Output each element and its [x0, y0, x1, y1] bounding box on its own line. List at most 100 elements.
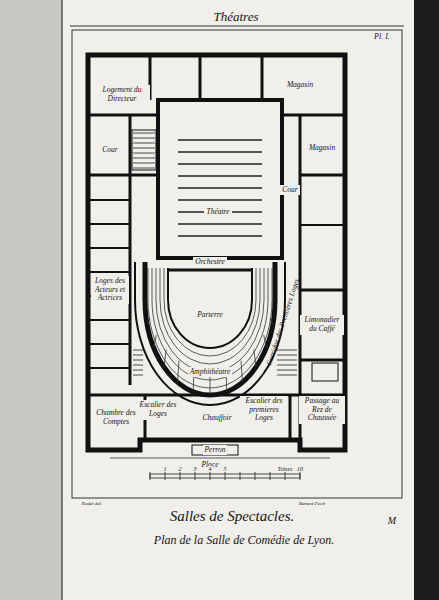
- plate-label: 5: [223, 466, 228, 472]
- seat-row: [164, 268, 256, 356]
- plate-label: 1: [163, 466, 168, 472]
- room-label: Cour: [102, 146, 117, 155]
- plate-label: Plan de la Salle de Comédie de Lyon.: [153, 533, 335, 548]
- wall-stroke: [145, 300, 148, 301]
- seat-row: [152, 268, 268, 380]
- room-label: Chauffoir: [202, 414, 231, 423]
- wall-stroke: [272, 300, 275, 301]
- wall-stroke: [133, 138, 155, 139]
- room-label: Loges des Acteurs et Actrices: [93, 277, 127, 303]
- plate-label: Benard Fecit: [298, 501, 326, 506]
- wall-stroke: [178, 151, 262, 153]
- wall-stroke: [277, 355, 297, 356]
- wall-stroke: [255, 472, 256, 480]
- wall-stroke: [133, 365, 143, 366]
- room: Amphithéatre: [188, 367, 233, 378]
- room: Passage au Rez de Chaussée: [299, 396, 345, 424]
- seat-row: [160, 268, 260, 364]
- room: Limonadier du Caffé: [300, 315, 344, 334]
- wall-stroke: [264, 335, 267, 348]
- wall-stroke: [88, 247, 130, 249]
- room-label: Passage au Rez de Chaussée: [301, 397, 343, 423]
- wall-stroke: [270, 472, 271, 480]
- wall-stroke: [178, 175, 262, 177]
- plate-label: Radel del.: [81, 501, 103, 506]
- wall-stroke: [277, 370, 297, 371]
- room-label: Magasin: [309, 144, 335, 153]
- wall-stroke: [178, 223, 262, 225]
- room: Perron: [203, 445, 228, 456]
- room-label: Escalier des premieres Loges: [242, 397, 286, 423]
- plate-title: Théatres: [212, 9, 259, 25]
- room: Théatre: [204, 207, 231, 218]
- room-label: Escalier des Loges: [138, 401, 178, 418]
- wall-stroke: [210, 472, 211, 480]
- room: Loges des Acteurs et Actrices: [91, 276, 129, 304]
- wall-stroke: [147, 318, 150, 324]
- plate-label: Pl. I.: [373, 32, 391, 41]
- wall-stroke: [254, 349, 256, 367]
- wall-stroke: [277, 375, 297, 376]
- wall-stroke: [88, 271, 130, 273]
- room-label: Perron: [205, 446, 226, 455]
- wall-stroke: [133, 143, 155, 144]
- room-label: Magasin: [287, 81, 313, 90]
- room: Escalier des Loges: [136, 400, 180, 419]
- room: Magasin: [307, 143, 337, 154]
- wall-stroke: [300, 472, 301, 480]
- room: Cour: [100, 145, 119, 156]
- seat-row: [148, 268, 272, 388]
- wall-stroke: [154, 335, 157, 348]
- wall-stroke: [133, 158, 155, 159]
- room-label: Limonadier du Caffé: [302, 316, 342, 333]
- wall-stroke: [165, 472, 166, 480]
- wall-stroke: [277, 350, 297, 351]
- wall-stroke: [88, 319, 130, 321]
- wall-stroke: [88, 367, 130, 369]
- room: Logement du Directeur: [94, 85, 150, 104]
- wall-stroke: [150, 472, 151, 480]
- plate-label: M: [387, 515, 397, 526]
- wall-stroke: [195, 472, 196, 480]
- wall-stroke: [285, 472, 286, 480]
- wall-stroke: [178, 187, 262, 189]
- room-label: Cour: [282, 186, 297, 195]
- wall-stroke: [178, 361, 180, 383]
- wall-stroke: [133, 133, 155, 134]
- wall-stroke: [133, 153, 155, 154]
- wall-stroke: [133, 355, 143, 356]
- wall-stroke: [133, 370, 143, 371]
- wall-stroke: [277, 365, 297, 366]
- wall-stroke: [88, 199, 130, 201]
- wall-stroke: [241, 361, 243, 383]
- room: Cour: [280, 185, 299, 196]
- plate-label: 10: [296, 466, 304, 472]
- wall-stroke: [225, 472, 226, 480]
- wall-stroke: [133, 168, 155, 169]
- wall-stroke: [133, 350, 143, 351]
- wall-stroke: [180, 472, 181, 480]
- room-label: Chambre des Comptes: [93, 409, 139, 426]
- room: Chauffoir: [200, 413, 233, 424]
- wall-stroke: [88, 223, 130, 225]
- seat-row: [156, 268, 264, 372]
- room: Parterre: [195, 310, 225, 321]
- room: Magasin: [285, 80, 315, 91]
- room: Escalier des premieres Loges: [240, 396, 288, 424]
- room: Chambre des Comptes: [91, 408, 141, 427]
- wall-stroke: [178, 199, 262, 201]
- room-label: Amphithéatre: [190, 368, 231, 377]
- room-label: Parterre: [197, 311, 223, 320]
- room-label: Orchestre: [195, 258, 224, 267]
- wall-stroke: [178, 139, 262, 141]
- plate-label: Toises: [277, 466, 294, 472]
- wall-stroke: [270, 318, 273, 324]
- plate-caption: Salles de Spectacles.: [169, 508, 296, 525]
- wall-stroke: [133, 375, 143, 376]
- wall-stroke: [133, 163, 155, 164]
- wall-stroke: [133, 360, 143, 361]
- room: Orchestre: [193, 257, 226, 268]
- wall-stroke: [88, 343, 130, 345]
- plate-label: 2: [178, 466, 183, 472]
- wall-stroke: [133, 148, 155, 149]
